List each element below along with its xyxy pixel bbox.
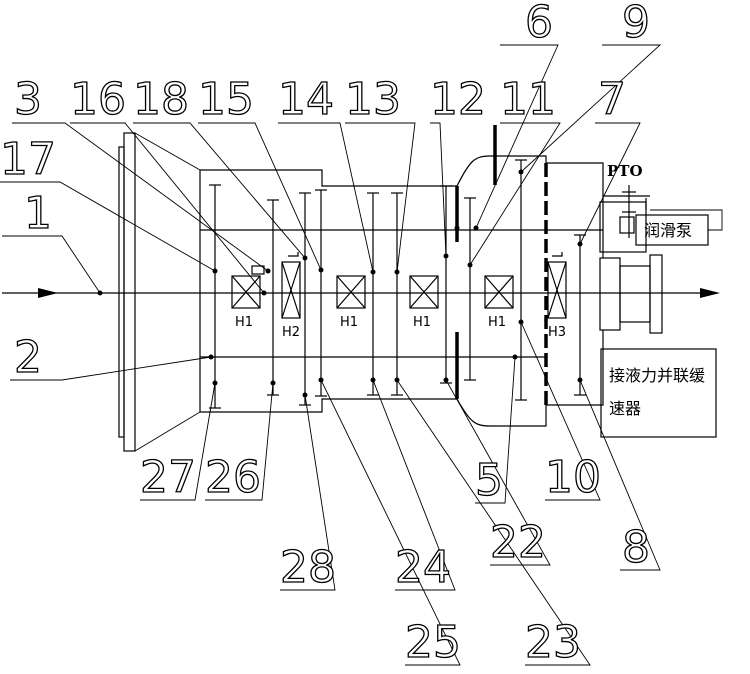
- clutch-label: H1: [488, 315, 506, 330]
- callout-18: 18: [133, 74, 189, 125]
- gears: [209, 159, 586, 409]
- leader-lines-top: [0, 44, 662, 294]
- callout-11: 11: [500, 74, 556, 125]
- retarder-box: 接液力并联缓 速器: [600, 348, 717, 438]
- callout-2: 2: [14, 332, 42, 383]
- callout-8: 8: [622, 522, 650, 573]
- callout-24: 24: [395, 542, 451, 593]
- callout-22: 22: [490, 517, 546, 568]
- callout-13: 13: [345, 74, 401, 125]
- callout-25: 25: [405, 617, 461, 668]
- clutch-h1-c: H1: [409, 275, 439, 330]
- case-walls: [455, 125, 548, 405]
- callout-27: 27: [140, 452, 196, 503]
- clutches: H1 H2 H1 H1 H1 H3: [231, 261, 567, 340]
- callout-5: 5: [475, 455, 503, 506]
- callout-16: 16: [70, 74, 126, 125]
- callout-6: 6: [525, 0, 553, 48]
- output-arrow-icon: [700, 288, 720, 298]
- callout-10: 10: [545, 452, 601, 503]
- clutch-label: H1: [340, 315, 358, 330]
- pto-region: PTO 润滑泵: [599, 162, 723, 253]
- callout-9: 9: [622, 0, 650, 48]
- retarder-label-line2: 速器: [609, 399, 641, 418]
- clutch-h2: H2: [281, 261, 301, 340]
- callout-1: 1: [24, 188, 52, 239]
- callout-12: 12: [430, 74, 486, 125]
- retarder-label-line1: 接液力并联缓: [609, 366, 705, 385]
- rear-case: [456, 155, 663, 427]
- main-case: [199, 169, 457, 413]
- clutch-label: H3: [548, 325, 566, 340]
- clutch-h1-a: H1: [231, 275, 261, 330]
- callout-14: 14: [278, 74, 334, 125]
- flywheel-housing: [118, 132, 201, 452]
- input-arrow-icon: [38, 288, 58, 298]
- clutch-label: H1: [413, 315, 431, 330]
- callout-15: 15: [198, 74, 254, 125]
- main-axis: [2, 288, 720, 298]
- leader-lines-bottom: [10, 321, 661, 666]
- lube-pump-label: 润滑泵: [644, 221, 692, 240]
- clutch-h1-b: H1: [336, 275, 366, 330]
- callout-7: 7: [598, 74, 626, 125]
- clutch-h1-d: H1: [484, 275, 514, 330]
- callout-3: 3: [14, 74, 42, 125]
- callout-23: 23: [525, 617, 581, 668]
- clutch-label: H2: [282, 325, 300, 340]
- callout-17: 17: [0, 134, 56, 185]
- clutch-h3: H3: [547, 261, 567, 340]
- clutch-label: H1: [235, 315, 253, 330]
- callout-26: 26: [205, 452, 261, 503]
- callout-numbers: 1 17 3 16 18 15 14 13 12 6 11 9 7 2 27 2…: [0, 0, 651, 669]
- pto-label: PTO: [607, 162, 643, 180]
- brake-marks: [251, 252, 563, 275]
- callout-28: 28: [280, 542, 336, 593]
